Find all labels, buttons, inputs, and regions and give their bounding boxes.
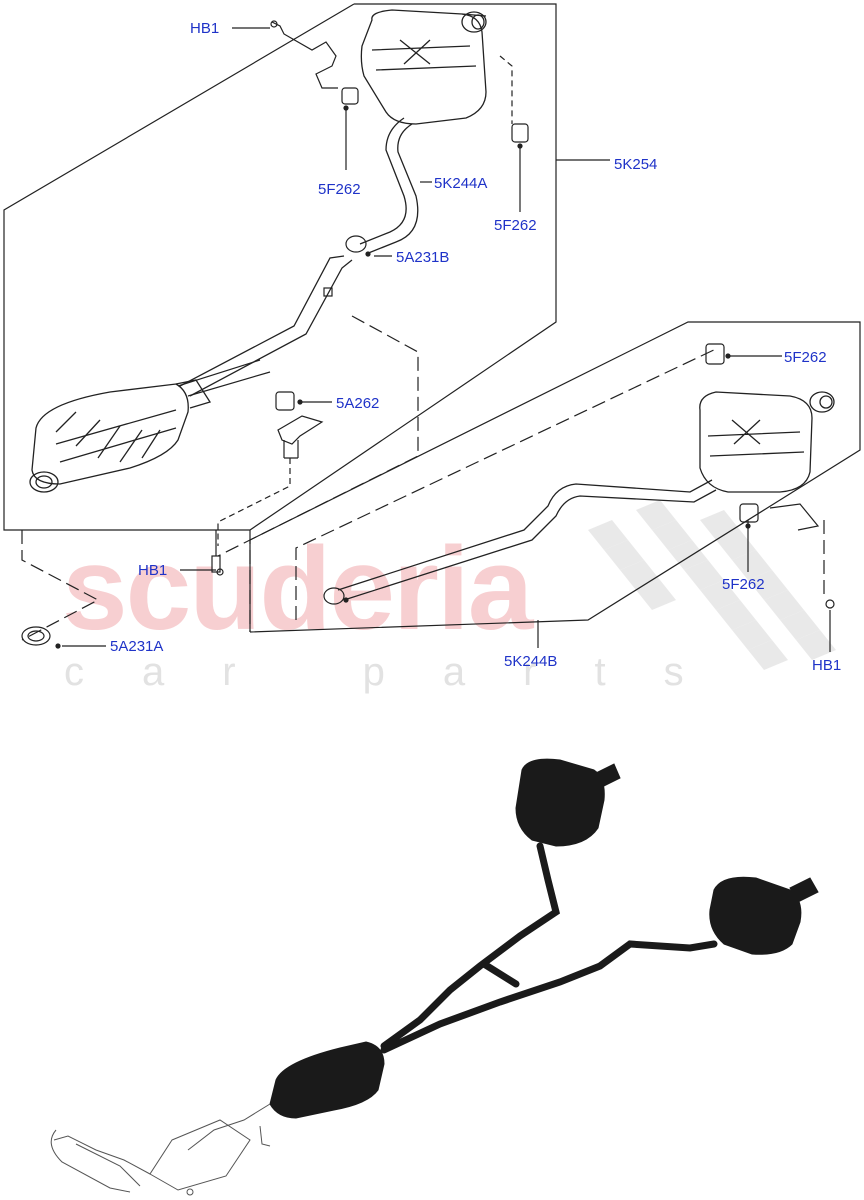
callout-5f262-left[interactable]: 5F262: [318, 181, 361, 198]
callout-5f262-right-bottom[interactable]: 5F262: [722, 576, 765, 593]
callout-5f262-right-top[interactable]: 5F262: [784, 349, 827, 366]
hanger-5f262-left: [341, 87, 359, 111]
callout-5a231b[interactable]: 5A231B: [396, 249, 450, 266]
callout-5k254[interactable]: 5K254: [614, 156, 658, 173]
bolt-hb1-right: [825, 599, 835, 609]
callout-5k244a[interactable]: 5K244A: [434, 175, 488, 192]
dashed-outline-right: [295, 347, 825, 620]
callout-hb1-top[interactable]: HB1: [190, 20, 220, 37]
callout-5a231a[interactable]: 5A231A: [110, 638, 164, 655]
callout-5a262[interactable]: 5A262: [336, 395, 380, 412]
centre-muffler: [29, 379, 212, 493]
intermediate-pipe: [179, 255, 353, 397]
clamp-5a231b: [345, 235, 371, 257]
assembly-outline-right: [249, 321, 861, 633]
watermark-brand: scuderia: [62, 523, 533, 655]
hanger-5a262: [217, 391, 324, 546]
callout-5k244b[interactable]: 5K244B: [504, 653, 558, 670]
bracket-hb1-top: [270, 20, 338, 89]
bolt-hb1-mid: [211, 555, 224, 576]
callout-hb1-right[interactable]: HB1: [812, 657, 842, 674]
clamp-5a231a: [21, 626, 61, 649]
right-rear-muffler: [699, 391, 835, 493]
callout-hb1-mid[interactable]: HB1: [138, 562, 168, 579]
clamp-5k244b: [323, 587, 349, 605]
pipe-5k244b: [337, 479, 717, 601]
hanger-5f262-right-bottom: [739, 503, 820, 531]
pipe-5k244a: [359, 117, 419, 255]
hanger-5f262-upper-right: [499, 55, 529, 149]
upper-rear-muffler: [360, 9, 487, 125]
callout-5f262-upper-right[interactable]: 5F262: [494, 217, 537, 234]
watermark-tagline: car parts: [64, 650, 742, 694]
hanger-5f262-right-top: [705, 343, 731, 365]
